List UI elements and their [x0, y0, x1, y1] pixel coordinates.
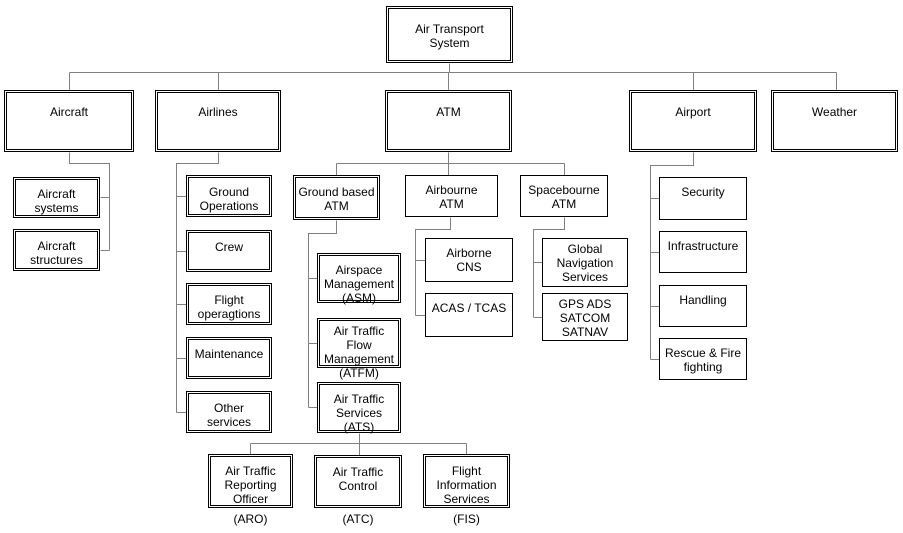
node-label: GPS ADS SATCOM SATNAV	[558, 297, 612, 339]
node-label: Airport	[675, 105, 711, 119]
node-air-traffic-reporting-officer: Air Traffic Reporting Officer	[208, 454, 293, 508]
node-label: Security	[681, 185, 725, 199]
node-label: Flight operagtions	[197, 293, 261, 321]
node-weather: Weather	[771, 90, 898, 152]
node-label: Aircraft structures	[30, 239, 83, 267]
node-label: Air Traffic Control	[332, 465, 384, 493]
node-label: ATM	[436, 105, 461, 119]
node-aircraft-systems: Aircraft systems	[13, 177, 100, 218]
node-label: Infrastructure	[667, 239, 739, 253]
node-airborne-cns: Airborne CNS	[425, 238, 513, 282]
node-handling: Handling	[659, 285, 747, 327]
node-label: Global Navigation Services	[556, 242, 614, 284]
node-label: Ground based ATM	[298, 185, 375, 213]
node-airport: Airport	[629, 90, 757, 152]
node-label: Airborne CNS	[446, 246, 492, 274]
node-label: Flight Information Services	[436, 464, 497, 506]
node-aircraft-structures: Aircraft structures	[13, 229, 100, 271]
node-infrastructure: Infrastructure	[659, 231, 747, 273]
caption-fis: (FIS)	[453, 512, 480, 526]
node-air-traffic-services-ats: Air Traffic Services (ATS)	[317, 382, 401, 434]
node-acas-tcas: ACAS / TCAS	[425, 293, 513, 337]
node-air-transport-system: Air Transport System	[386, 6, 513, 63]
node-global-navigation-services: Global Navigation Services	[542, 238, 628, 287]
node-label: Maintenance	[194, 347, 264, 361]
node-label: Air Traffic Reporting Officer	[224, 464, 277, 506]
node-label: Weather	[811, 105, 858, 119]
node-label: Aircraft	[49, 105, 88, 119]
node-label: Air Transport System	[415, 22, 484, 50]
node-label: Air Traffic Services (ATS)	[333, 392, 385, 434]
node-flight-operations: Flight operagtions	[186, 283, 272, 325]
node-atm: ATM	[385, 90, 512, 152]
node-label: Rescue & Fire fighting	[664, 346, 742, 374]
node-label: Aircraft systems	[34, 187, 79, 215]
node-air-traffic-control: Air Traffic Control	[314, 455, 402, 508]
node-spacebourne-atm: Spacebourne ATM	[520, 175, 608, 217]
node-air-traffic-flow-management-atfm: Air Traffic Flow Management (ATFM)	[317, 318, 401, 380]
node-label: Spacebourne ATM	[528, 183, 600, 211]
node-airspace-management-asm: Airspace Management (ASM)	[317, 253, 401, 305]
node-security: Security	[659, 177, 747, 220]
node-label: Air Traffic Flow Management (ATFM)	[323, 324, 395, 380]
node-label: ACAS / TCAS	[431, 301, 507, 315]
caption-atc: (ATC)	[342, 512, 374, 526]
node-maintenance: Maintenance	[186, 337, 272, 379]
node-label: Crew	[214, 240, 243, 254]
node-label: Airlines	[198, 105, 238, 119]
node-flight-information-services: Flight Information Services	[423, 454, 510, 508]
node-crew: Crew	[186, 230, 272, 272]
node-label: Ground Operations	[199, 185, 259, 213]
node-ground-based-atm: Ground based ATM	[293, 175, 380, 220]
node-airlines: Airlines	[155, 90, 281, 152]
node-label: Airbourne ATM	[425, 183, 478, 211]
node-gps-ads-satcom-satnav: GPS ADS SATCOM SATNAV	[542, 293, 628, 341]
node-other-services: Other services	[186, 391, 272, 433]
caption-aro: (ARO)	[233, 512, 268, 526]
node-label: Other services	[206, 401, 251, 429]
node-airbourne-atm: Airbourne ATM	[405, 175, 498, 217]
node-rescue-fire-fighting: Rescue & Fire fighting	[659, 338, 747, 380]
connector-path	[69, 63, 837, 456]
node-ground-operations: Ground Operations	[186, 175, 272, 217]
node-label: Handling	[679, 293, 727, 307]
node-aircraft: Aircraft	[4, 90, 134, 152]
node-label: Airspace Management (ASM)	[323, 263, 395, 305]
